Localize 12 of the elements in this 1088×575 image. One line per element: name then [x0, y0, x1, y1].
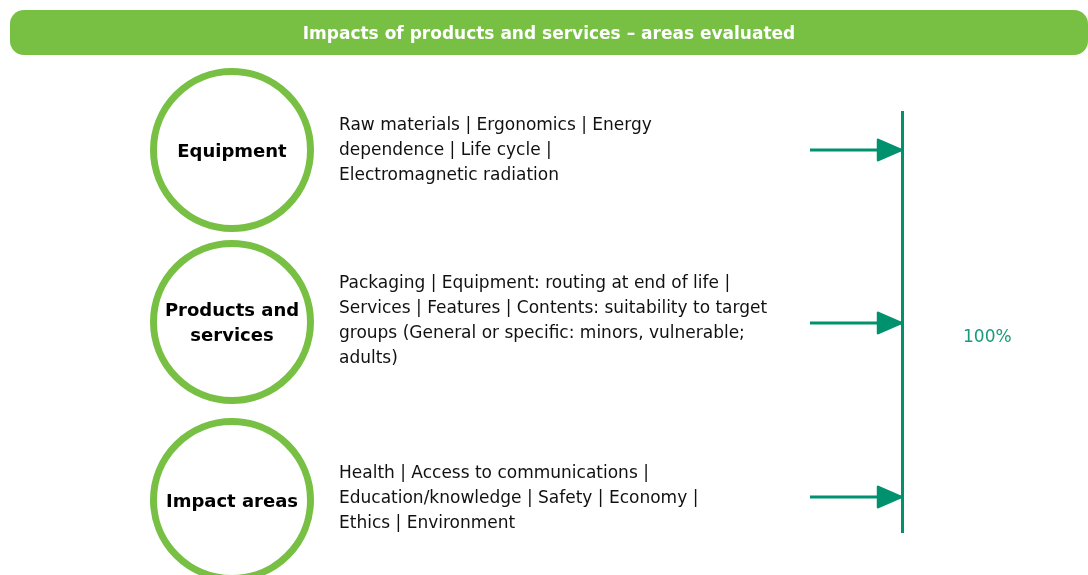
vertical-bar	[901, 111, 904, 533]
description-text: Packaging | Equipment: routing at end of life | Services | Features | Contents: suitability to target groups (General or specific: minors, vulnerable; adults)	[339, 271, 769, 369]
circle-label: Equipment	[177, 138, 287, 163]
percentage-label: 100%	[963, 326, 1012, 346]
description-text: Raw materials | Ergonomics | Energy dependence | Life cycle | Electromagnetic radiation	[339, 113, 653, 186]
title-banner: Impacts of products and services – areas evaluated	[10, 10, 1088, 55]
arrow	[810, 311, 903, 335]
arrow	[810, 485, 903, 509]
circle-label: Products and services	[164, 298, 300, 347]
arrow	[810, 138, 903, 162]
description-text: Health | Access to communications | Education/knowledge | Safety | Economy | Ethics | Environment	[339, 461, 700, 534]
circle-label: Impact areas	[165, 488, 299, 513]
